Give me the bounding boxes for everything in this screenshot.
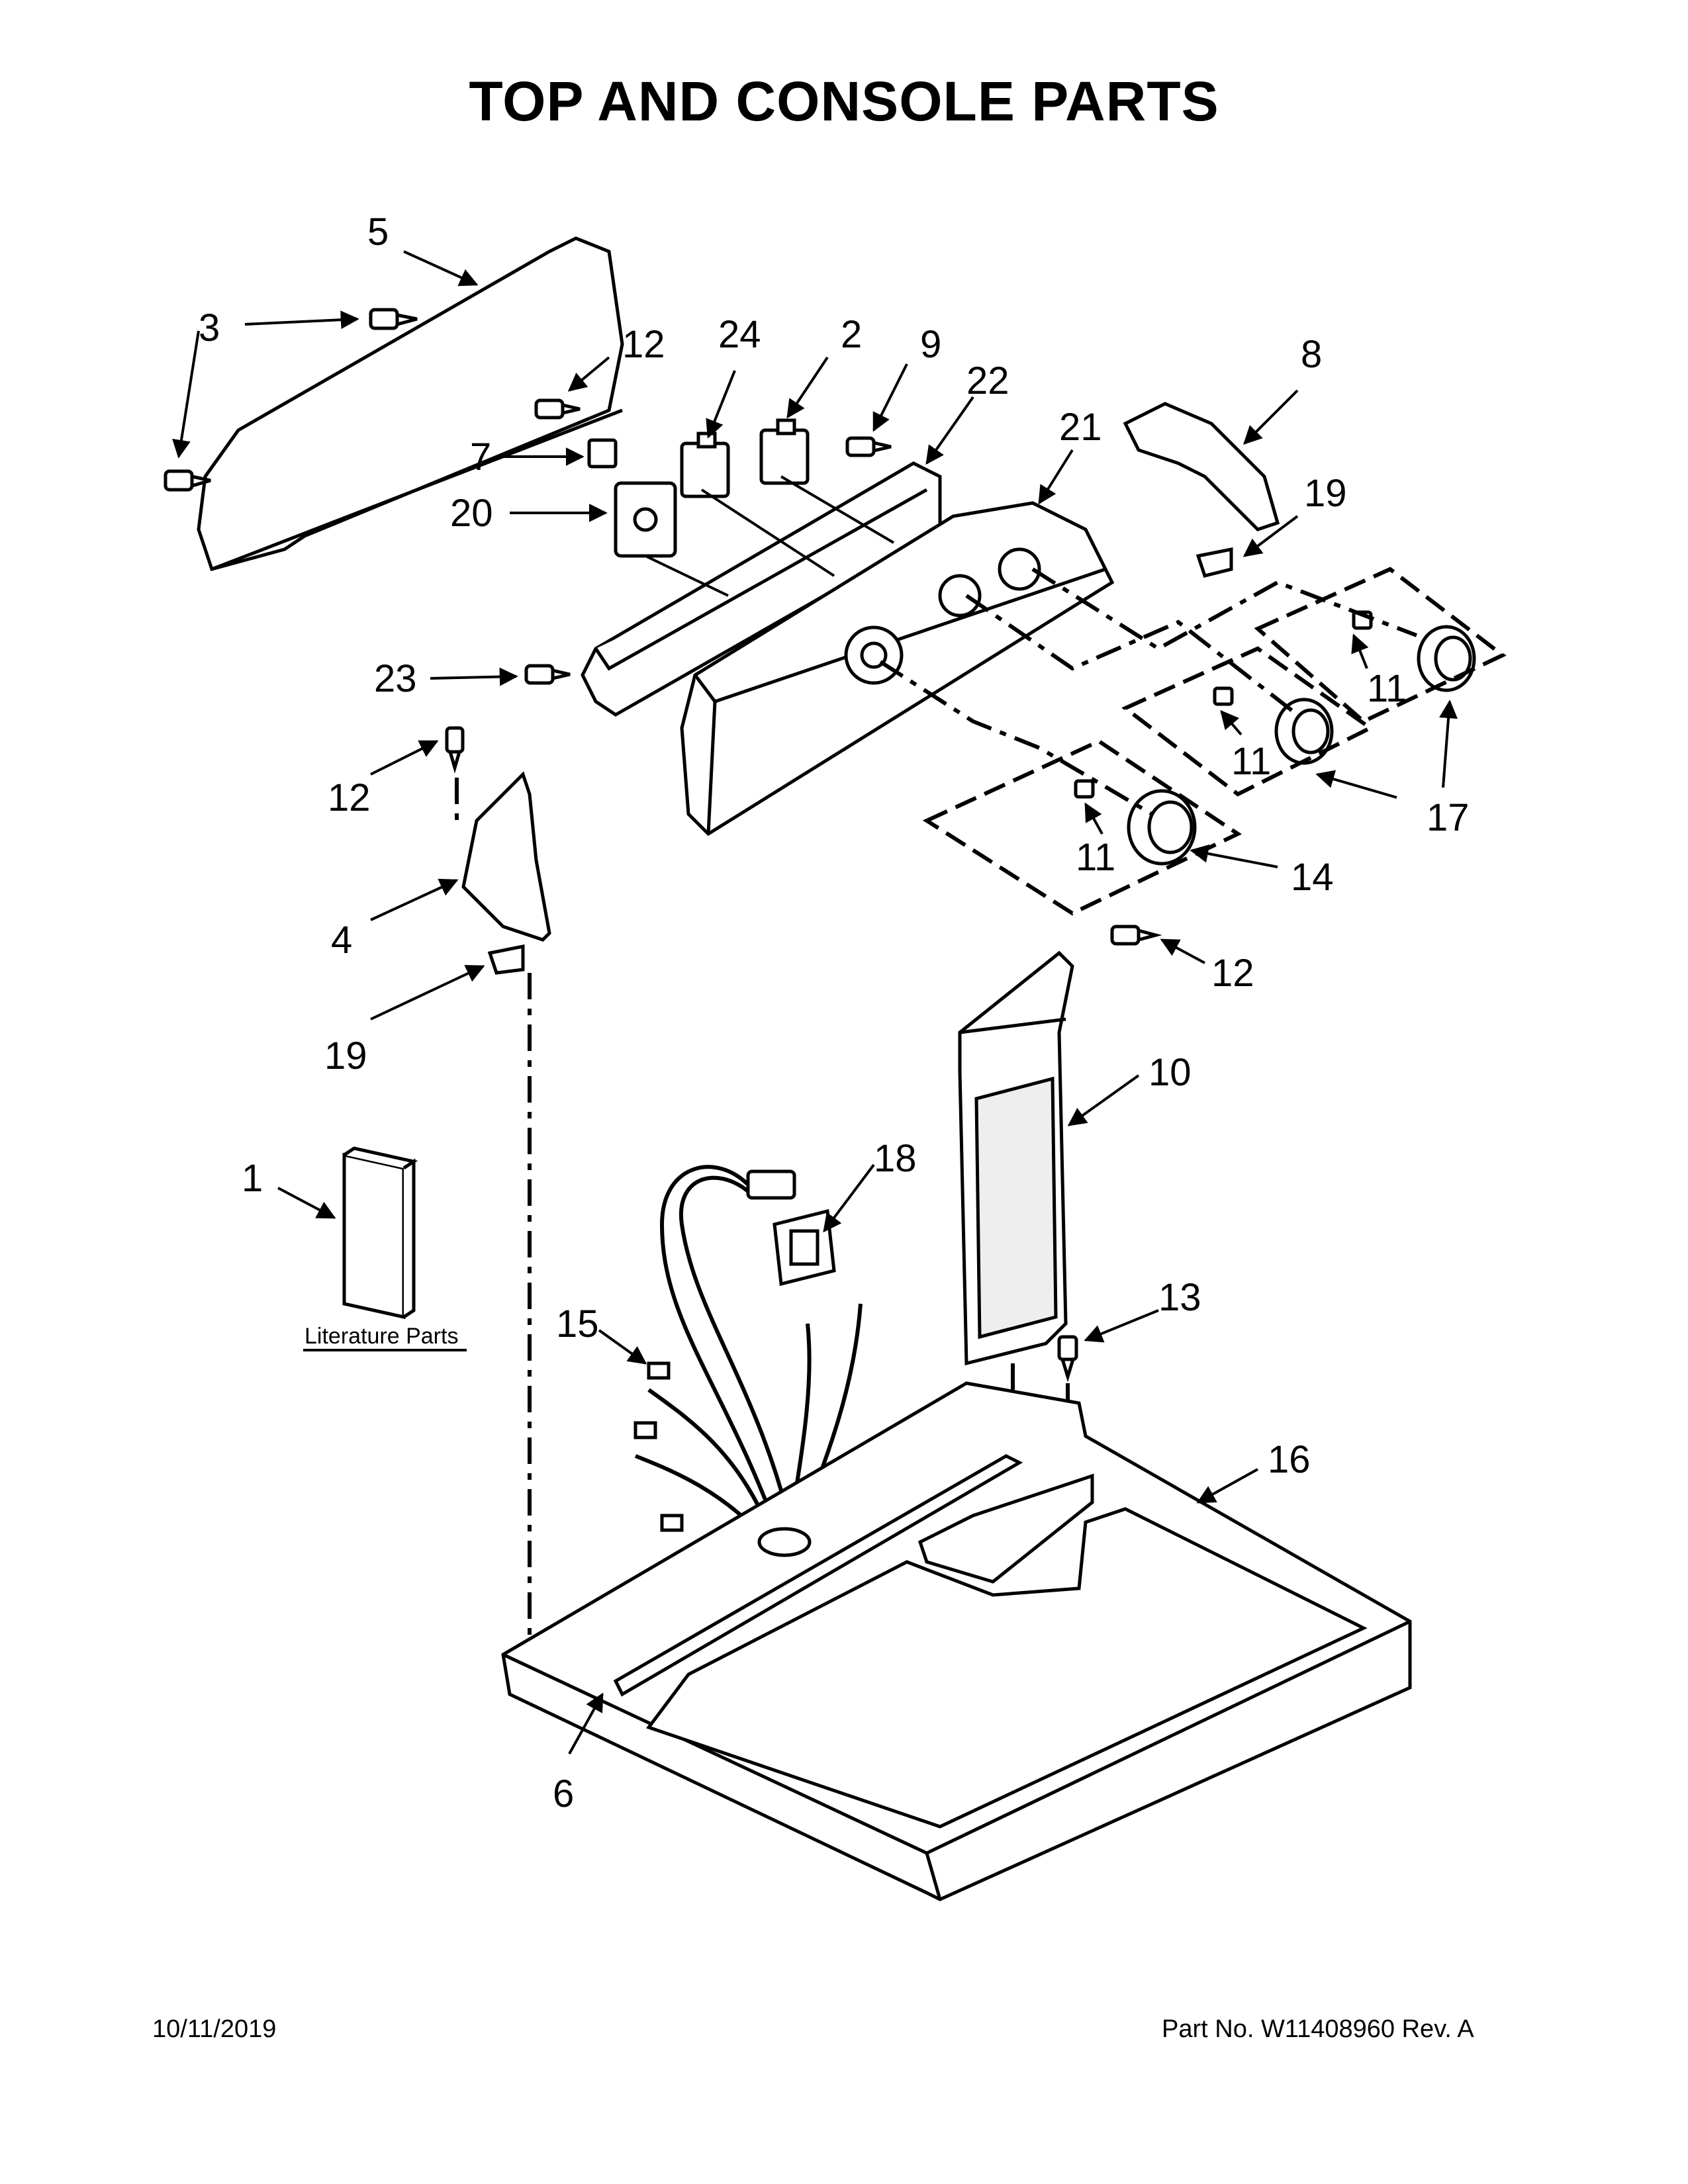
callout-9: 9 [920, 323, 941, 366]
callout-labels: 5 3 12 24 2 9 22 21 8 7 20 19 23 11 11 1… [199, 210, 1470, 1815]
filter-icon [958, 950, 1074, 1366]
callout-17: 17 [1427, 796, 1470, 839]
callout-5: 5 [367, 210, 389, 253]
screw-icon [1110, 925, 1162, 946]
leader-lines [172, 250, 1458, 1754]
screw-icon [845, 436, 892, 457]
callout-11-left: 11 [1076, 836, 1115, 879]
callout-24: 24 [718, 313, 761, 356]
knob-icon [1127, 789, 1197, 866]
callout-6: 6 [553, 1772, 574, 1815]
control-bracket [581, 461, 942, 717]
literature-booklet [342, 1146, 418, 1320]
callout-10: 10 [1149, 1051, 1192, 1094]
top-panel [501, 1381, 1412, 1901]
callout-4: 4 [331, 919, 352, 962]
callout-11-right: 11 [1367, 667, 1407, 710]
screw-icon [1057, 1335, 1078, 1383]
callout-16: 16 [1268, 1438, 1311, 1481]
side-trim [1123, 402, 1280, 531]
callout-11-middle: 11 [1231, 740, 1271, 783]
callout-21: 21 [1059, 406, 1102, 449]
screw-icon [164, 469, 211, 492]
clip-icon [487, 944, 525, 975]
switch-icon [680, 432, 730, 498]
console-panel [680, 501, 1115, 837]
callout-20: 20 [450, 492, 493, 535]
callout-23: 23 [374, 657, 417, 700]
literature-label: Literature Parts [305, 1324, 458, 1349]
shaft-icon [1213, 686, 1234, 706]
callout-8: 8 [1301, 333, 1322, 376]
callout-2: 2 [841, 313, 862, 356]
footer-date: 10/11/2019 [152, 2015, 277, 2043]
switch-icon [587, 438, 618, 469]
side-bracket [461, 771, 551, 942]
clip-icon [1196, 547, 1233, 578]
screw-icon [445, 726, 465, 774]
callout-3-upper: 3 [199, 306, 220, 349]
callout-1: 1 [242, 1157, 263, 1200]
callout-15: 15 [556, 1302, 599, 1345]
page-title: TOP AND CONSOLE PARTS [469, 70, 1219, 132]
callout-19-top: 19 [1304, 472, 1347, 515]
switch-icon [759, 418, 810, 485]
callout-12-left: 12 [328, 776, 371, 819]
screw-icon [524, 664, 571, 685]
screw-icon [369, 308, 418, 330]
rear-panel [197, 236, 624, 572]
footer-part-number: Part No. W11408960 Rev. A [1162, 2015, 1474, 2043]
callout-7: 7 [470, 435, 491, 478]
timer-icon [614, 481, 677, 558]
callout-22: 22 [966, 359, 1009, 402]
knob-icon [1417, 625, 1476, 692]
callout-12-right: 12 [1211, 952, 1254, 995]
callout-13: 13 [1158, 1276, 1201, 1319]
control-module [773, 1208, 836, 1287]
callout-19-left: 19 [324, 1034, 367, 1077]
callout-18: 18 [874, 1137, 917, 1180]
screw-icon [534, 398, 581, 420]
callout-12-top: 12 [622, 323, 665, 366]
shaft-icon [1074, 779, 1095, 799]
callout-14: 14 [1291, 856, 1334, 899]
knob-group-outline [922, 567, 1507, 916]
